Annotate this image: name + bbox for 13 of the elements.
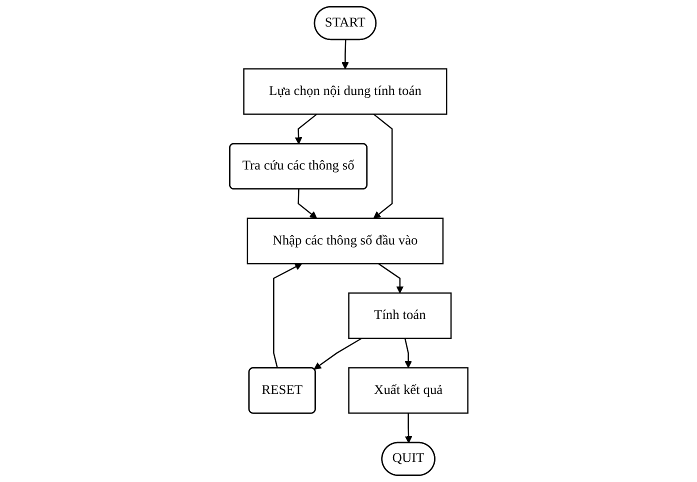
arrow bbox=[404, 338, 412, 368]
arrow bbox=[272, 263, 302, 368]
arrow bbox=[404, 413, 412, 444]
node-box: Tính toán bbox=[348, 292, 452, 340]
node-box: Lựa chọn nội dung tính toán bbox=[242, 68, 447, 115]
arrow bbox=[341, 40, 349, 70]
arrow bbox=[378, 263, 404, 294]
node-box: Nhập các thông số đầu vào bbox=[246, 218, 444, 264]
arrow bbox=[314, 338, 362, 370]
node-box: Xuất kết quả bbox=[348, 367, 468, 414]
arrow bbox=[294, 114, 317, 144]
arrow bbox=[372, 114, 392, 219]
arrow bbox=[297, 189, 317, 219]
